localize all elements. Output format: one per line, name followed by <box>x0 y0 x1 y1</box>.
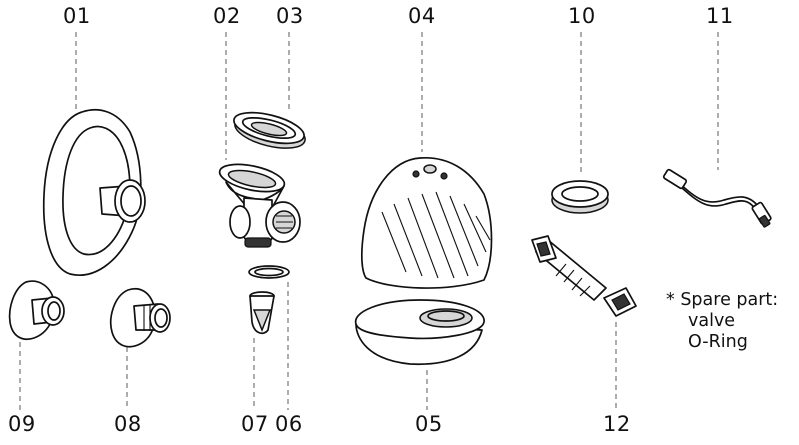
label-01: 01 <box>63 4 91 28</box>
label-05: 05 <box>415 412 443 436</box>
label-10: 10 <box>568 4 596 28</box>
part-01-flange <box>42 108 146 276</box>
part-04-housing <box>360 157 493 289</box>
part-07-valve <box>249 291 275 335</box>
part-02-connector <box>218 163 301 248</box>
part-12-strap <box>531 235 637 317</box>
label-12: 12 <box>603 412 631 436</box>
label-09: 09 <box>8 412 36 436</box>
label-07: 07 <box>241 412 269 436</box>
part-11-cable <box>662 168 772 228</box>
label-02: 02 <box>213 4 241 28</box>
spare-part-valve: valve <box>688 311 736 331</box>
label-04: 04 <box>408 4 436 28</box>
label-08: 08 <box>114 412 142 436</box>
part-10-seal <box>551 180 609 214</box>
label-06: 06 <box>275 412 303 436</box>
part-05-base <box>354 299 485 366</box>
label-03: 03 <box>276 4 304 28</box>
spare-part-o-ring: O-Ring <box>688 332 748 352</box>
spare-part-note: * Spare part: valve O-Ring <box>666 290 778 353</box>
part-09-insert <box>8 280 65 341</box>
part-08-insert <box>109 287 171 348</box>
part-03-diaphragm <box>233 111 306 149</box>
leader-lines <box>19 32 719 410</box>
part-06-o-ring <box>248 265 290 279</box>
spare-part-title: * Spare part: <box>666 290 779 310</box>
label-11: 11 <box>706 4 734 28</box>
